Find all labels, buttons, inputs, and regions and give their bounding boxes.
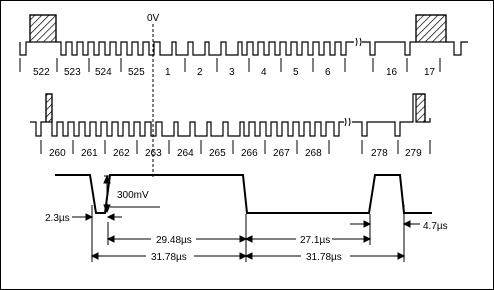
- amplitude-indicator: [103, 174, 160, 214]
- line-number-522: 522: [33, 67, 50, 78]
- top-right-hatched-block: [415, 14, 447, 43]
- line-period-label-right: 31.78µs: [306, 252, 342, 263]
- line-number-525: 525: [128, 67, 145, 78]
- line-number-16: 16: [386, 67, 398, 78]
- broad-pulse-gap-label: 4.7µs: [423, 221, 448, 232]
- active-video-label: 29.48µs: [156, 235, 192, 246]
- line-number-263: 263: [145, 148, 162, 159]
- line-number-5: 5: [293, 67, 299, 78]
- line-number-4: 4: [261, 67, 267, 78]
- line-number-267: 267: [273, 148, 290, 159]
- enlarged-pulse-waveform: [55, 174, 432, 214]
- line-number-262: 262: [113, 148, 130, 159]
- line-number-265: 265: [209, 148, 226, 159]
- top-row-waveform: [19, 14, 468, 56]
- sync-tip-width-dimension: [72, 213, 122, 221]
- line-number-3: 3: [229, 67, 235, 78]
- middle-left-hatched-block: [45, 93, 53, 123]
- line-number-524: 524: [95, 67, 112, 78]
- middle-right-hatched-block: [415, 93, 426, 123]
- line-period-dimension-right: [244, 252, 406, 260]
- line-number-6: 6: [325, 67, 331, 78]
- line-period-dimension-left: [90, 252, 248, 260]
- top-break-mark: [355, 37, 362, 47]
- active-video-dimension: [106, 235, 248, 243]
- sync-tip-width-label: 2.3µs: [45, 213, 70, 224]
- zero-volt-label: 0V: [147, 13, 160, 24]
- middle-row-waveform: [30, 93, 431, 137]
- timing-reference-lines: [91, 205, 405, 262]
- line-number-523: 523: [64, 67, 81, 78]
- amplitude-label: 300mV: [117, 190, 149, 201]
- middle-row-ticks: [40, 140, 431, 154]
- line-number-279: 279: [405, 148, 422, 159]
- line-period-label-left: 31.78µs: [151, 252, 187, 263]
- line-number-17: 17: [424, 67, 436, 78]
- top-row-ticks: [19, 58, 441, 72]
- middle-break-mark: [344, 117, 351, 127]
- line-number-261: 261: [81, 148, 98, 159]
- line-number-268: 268: [305, 148, 322, 159]
- line-number-278: 278: [371, 148, 388, 159]
- line-number-260: 260: [49, 148, 66, 159]
- half-line-dimension: [244, 235, 372, 243]
- line-number-264: 264: [177, 148, 194, 159]
- top-left-hatched-block: [29, 14, 57, 43]
- line-number-2: 2: [197, 67, 203, 78]
- line-number-266: 266: [241, 148, 258, 159]
- half-line-label: 27.1µs: [300, 235, 330, 246]
- broad-pulse-gap-dimension: [350, 220, 420, 228]
- line-number-1: 1: [165, 67, 171, 78]
